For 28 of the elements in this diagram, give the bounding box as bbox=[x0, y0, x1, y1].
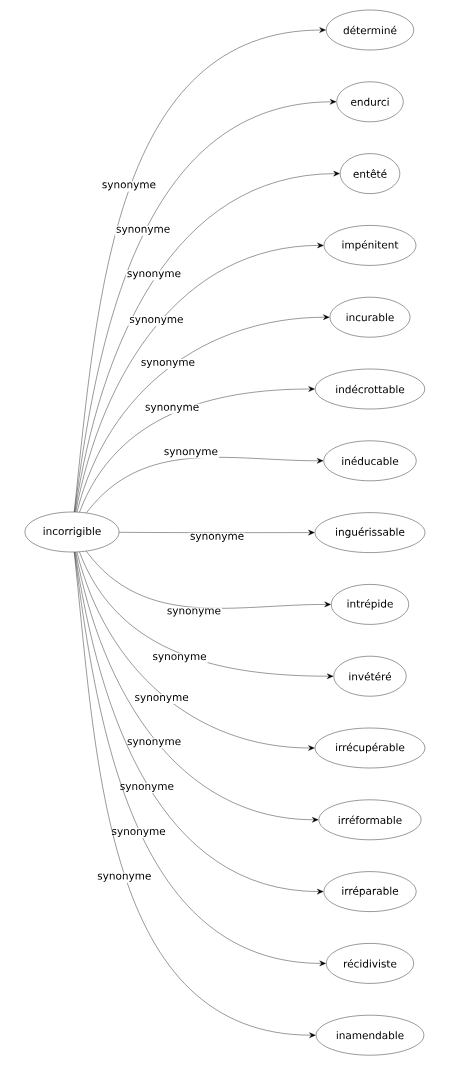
edge-label: synonyme bbox=[151, 653, 208, 664]
edge-label: synonyme bbox=[118, 783, 175, 794]
edge-label: synonyme bbox=[126, 738, 183, 749]
edge-label: synonyme bbox=[110, 828, 167, 839]
edge-label: synonyme bbox=[128, 316, 185, 327]
arrow bbox=[86, 551, 331, 609]
arrow bbox=[75, 242, 324, 513]
edge-label: synonyme bbox=[188, 532, 246, 543]
arrow bbox=[86, 457, 324, 513]
arrow bbox=[74, 551, 316, 1038]
arrow bbox=[119, 529, 315, 536]
arrow bbox=[76, 551, 315, 751]
edge-label: synonyme bbox=[133, 694, 190, 705]
edge-label: synonyme bbox=[162, 448, 219, 459]
edge-label: synonyme bbox=[96, 872, 153, 883]
edge-label: synonyme bbox=[165, 607, 222, 618]
edge-label: synonyme bbox=[125, 270, 182, 281]
edge-label: synonyme bbox=[139, 358, 196, 369]
edge-label: synonyme bbox=[144, 403, 201, 414]
arrow bbox=[75, 551, 319, 823]
arrow bbox=[76, 314, 330, 513]
edge-label: synonyme bbox=[115, 225, 172, 236]
arrow bbox=[79, 551, 334, 679]
edge-label: synonyme bbox=[100, 181, 157, 192]
arrow bbox=[74, 551, 324, 895]
arrow bbox=[74, 99, 337, 513]
arrow bbox=[79, 386, 315, 513]
arrow bbox=[74, 170, 340, 513]
